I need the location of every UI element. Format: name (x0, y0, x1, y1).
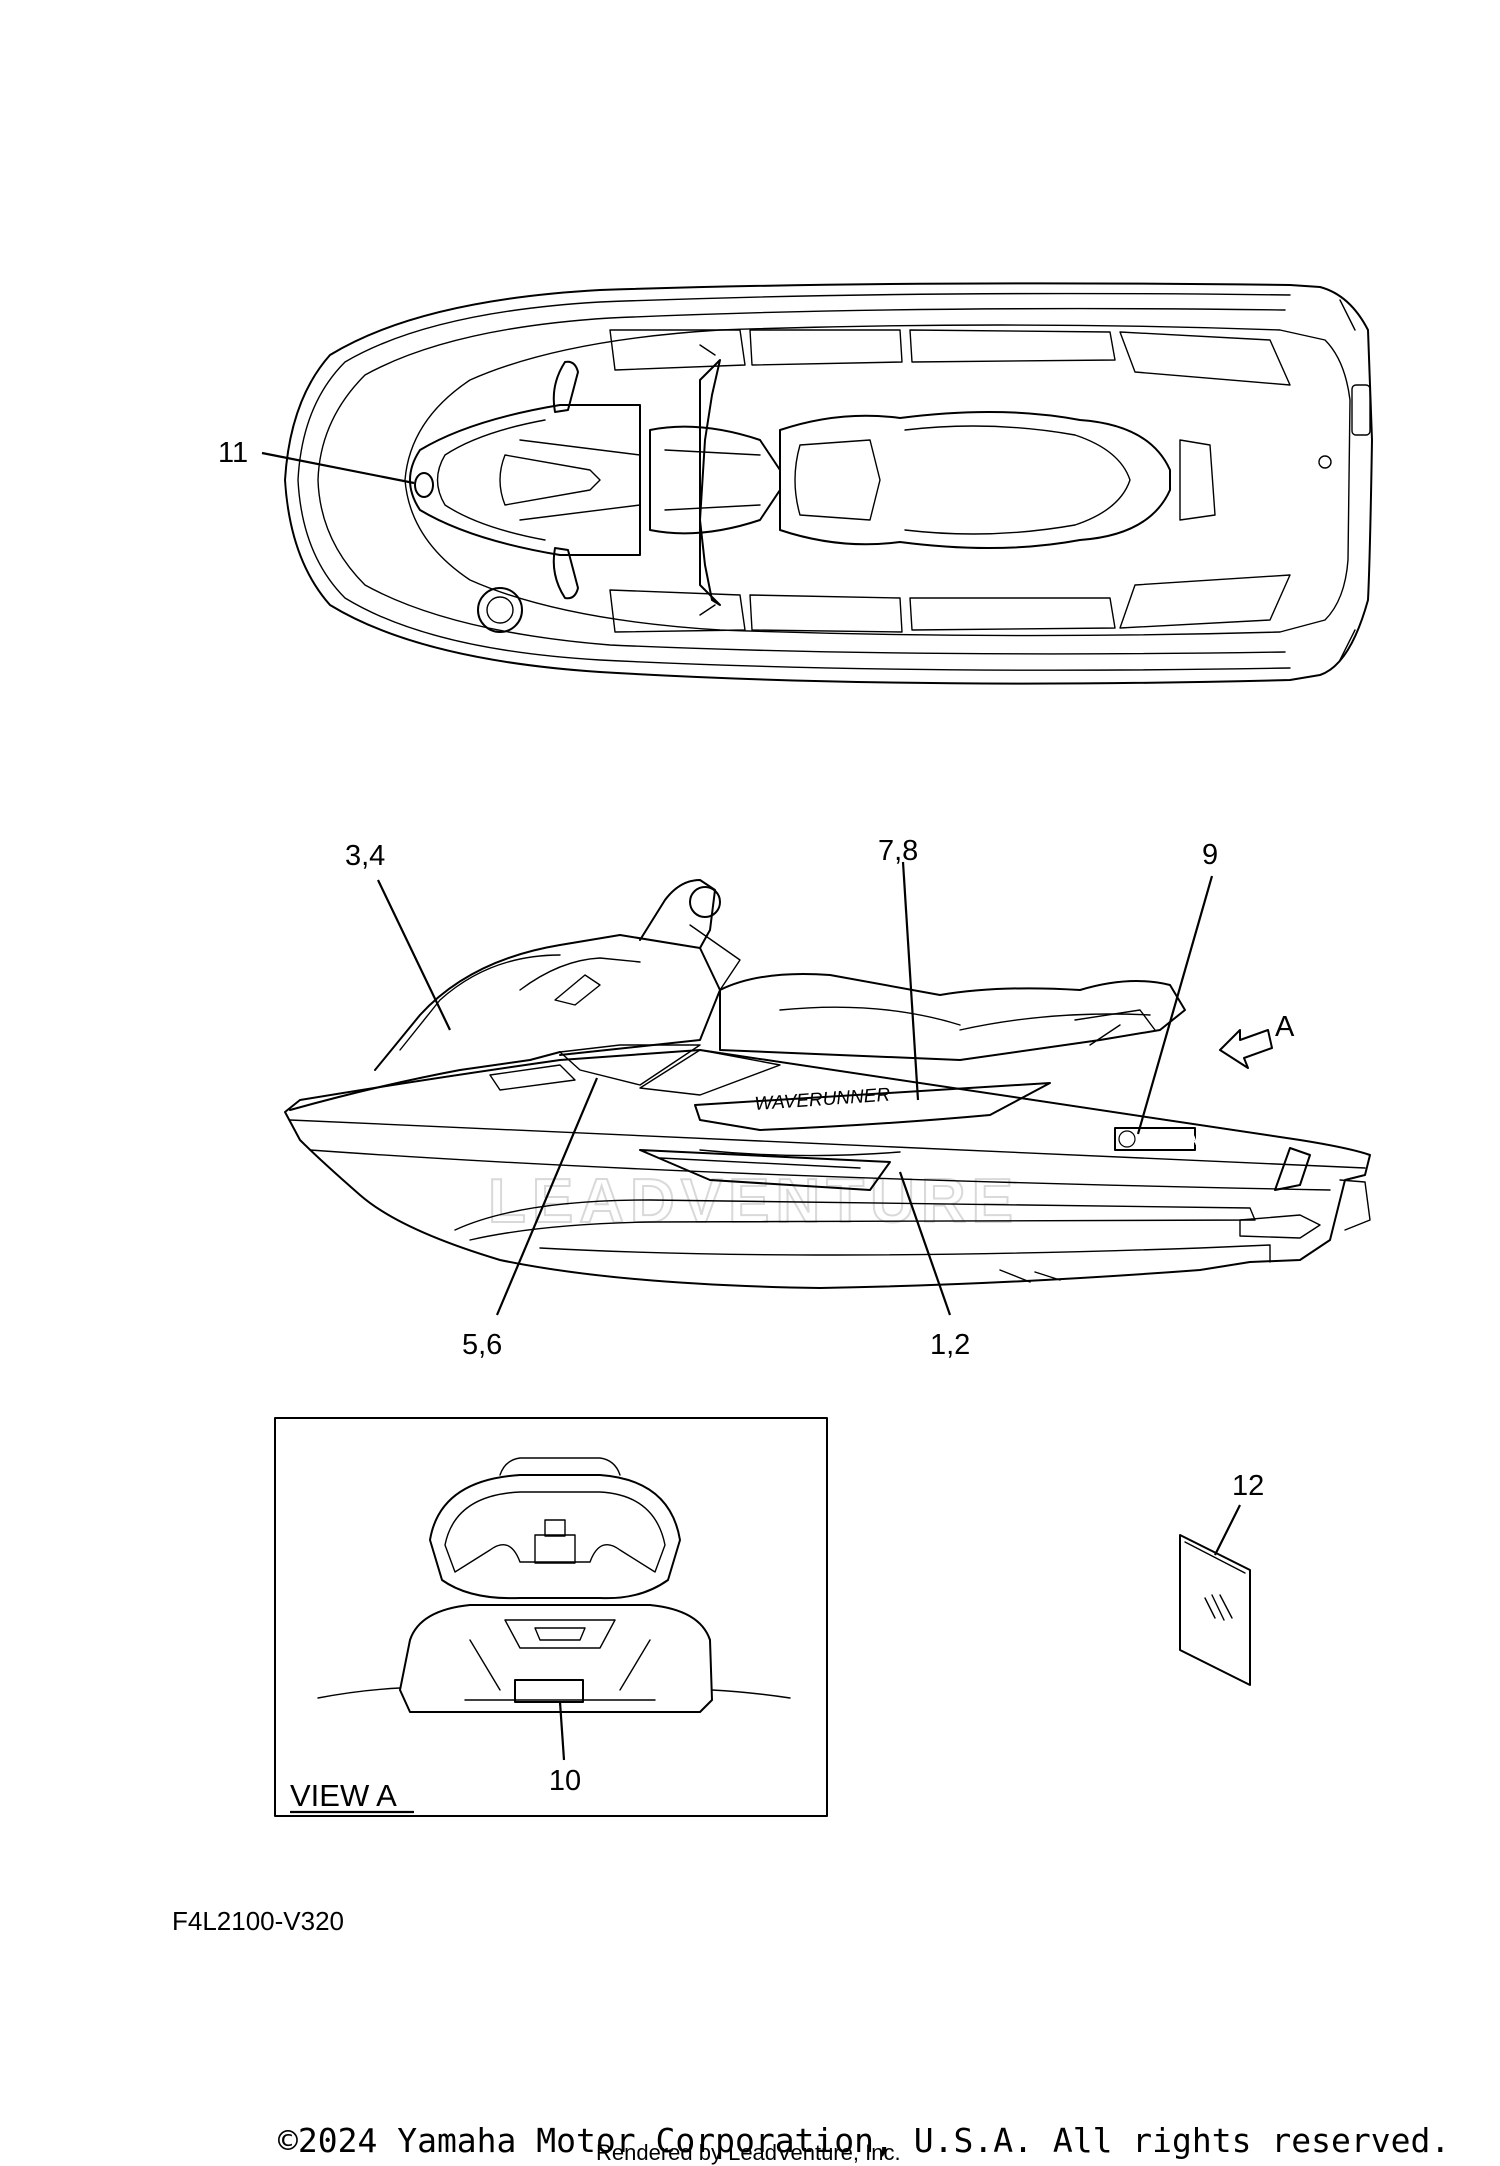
leader-5-6 (495, 1077, 599, 1316)
leader-7-8 (901, 861, 920, 1101)
callout-9: 9 (1202, 839, 1218, 871)
leader-12 (1214, 1504, 1241, 1556)
rendered-by-text: Rendered by LeadVenture, Inc. (596, 2140, 901, 2165)
callout-12: 12 (1232, 1470, 1264, 1502)
leader-3-4 (377, 879, 451, 1031)
callout-10: 10 (549, 1765, 581, 1797)
diagram-code: F4L2100-V320 (172, 1906, 344, 1936)
callout-1-2: 1,2 (930, 1329, 970, 1361)
decal-text: WAVERUNNER (754, 1085, 891, 1115)
leader-9 (1136, 875, 1214, 1135)
leader-11 (261, 451, 415, 485)
callout-3-4: 3,4 (345, 840, 385, 872)
callout-5-6: 5,6 (462, 1329, 502, 1361)
view-a-inset: YAMAHA (274, 1417, 828, 1817)
badge-text: YAMAHA (1138, 1132, 1198, 1148)
yamaha-badge-side (1114, 1127, 1196, 1151)
part-12-card (1179, 1534, 1251, 1686)
leader-1-2 (898, 1171, 952, 1316)
leader-10 (558, 1701, 566, 1761)
badge-text-rear: YAMAHA (521, 1683, 581, 1699)
callout-11: 11 (218, 437, 248, 469)
side-view-watercraft: LEADVENTURE WAVERUNNER (284, 879, 1371, 1289)
yamaha-badge-rear (514, 1679, 584, 1703)
callout-7-8: 7,8 (878, 835, 918, 867)
callout-A: A (1275, 1011, 1295, 1043)
top-view-watercraft (284, 282, 1373, 685)
view-a-label: VIEW A (290, 1778, 397, 1813)
view-a-arrow (1219, 1029, 1273, 1069)
copyright-text: ©2024 Yamaha Motor Corporation, U.S.A. A… (278, 2121, 1450, 2160)
